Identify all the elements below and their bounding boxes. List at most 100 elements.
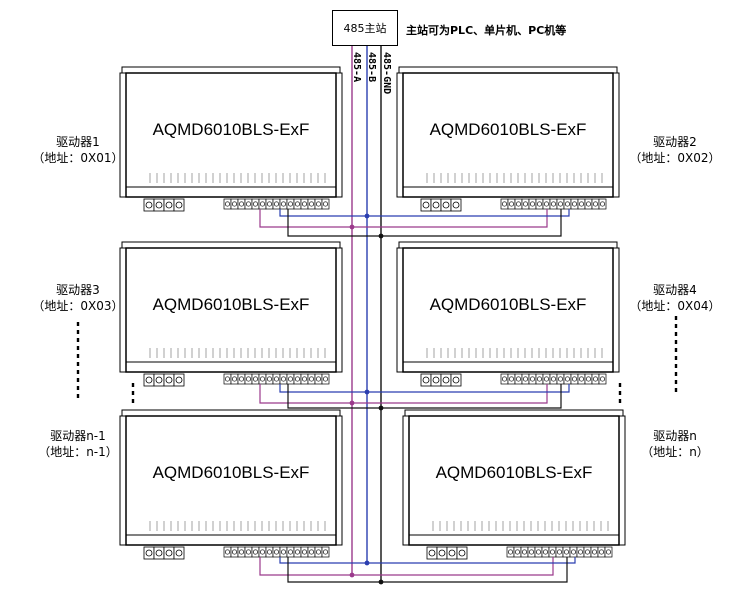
- bus-label-b: 485-B: [366, 52, 377, 83]
- terminal-cell: [420, 373, 432, 387]
- housing-body: [125, 415, 337, 546]
- housing-lip: [398, 66, 618, 74]
- terminal-cell: [143, 546, 155, 560]
- terminal-screw: [287, 201, 294, 207]
- housing-flange-right: [612, 247, 620, 373]
- terminal-screw: [245, 549, 252, 555]
- terminal-screw: [549, 549, 556, 555]
- terminal-screw: [266, 549, 273, 555]
- master-station-label: 485主站: [343, 22, 387, 35]
- bus-label-a: 485-A: [351, 52, 362, 83]
- terminal-screw: [529, 376, 536, 382]
- terminal-screw: [165, 201, 173, 209]
- terminal-screw: [536, 376, 543, 382]
- device-model-label: AQMD6010BLS-ExF: [153, 120, 310, 139]
- device-label-4: 驱动器4 （地址：0X04）: [620, 282, 730, 314]
- device-unit-6: AQMD6010BLS-ExF: [402, 409, 626, 560]
- terminal-cell: [598, 373, 607, 385]
- terminal-screw: [592, 376, 599, 382]
- terminal-screw: [175, 201, 183, 209]
- terminal-screw: [175, 376, 183, 384]
- terminal-screw: [442, 201, 450, 209]
- terminal-screw: [280, 376, 287, 382]
- terminal-screw: [155, 376, 163, 384]
- terminal-screw: [301, 201, 308, 207]
- terminal-screw: [591, 549, 598, 555]
- device-model-label: AQMD6010BLS-ExF: [430, 295, 587, 314]
- terminal-cell: [163, 373, 175, 387]
- housing-body: [408, 415, 620, 546]
- terminal-screw: [536, 201, 543, 207]
- housing-flange-left: [396, 72, 404, 198]
- terminal-screw: [550, 201, 557, 207]
- terminal-screw: [452, 376, 460, 384]
- device-address: （地址：0X02）: [629, 151, 721, 165]
- terminal-screw: [563, 549, 570, 555]
- device-unit-3: AQMD6010BLS-ExF: [119, 241, 343, 387]
- terminal-screw: [238, 549, 245, 555]
- branch-a-row1: [259, 209, 548, 228]
- junction-dot: [364, 389, 370, 395]
- terminal-screw: [515, 201, 522, 207]
- branch-gnd-row1: [287, 209, 562, 237]
- terminal-cell: [436, 546, 448, 560]
- branch-b-row2: [279, 384, 570, 393]
- housing-flange-right: [612, 72, 620, 198]
- terminal-screw: [557, 201, 564, 207]
- terminal-screw: [273, 549, 280, 555]
- terminal-screw: [458, 549, 466, 557]
- terminal-screw: [592, 201, 599, 207]
- terminal-screw: [145, 376, 153, 384]
- terminal-screw: [422, 201, 430, 209]
- terminal-screw: [259, 549, 266, 555]
- terminal-cell: [143, 373, 155, 387]
- terminal-screw: [315, 376, 322, 382]
- terminal-cell: [450, 373, 462, 387]
- branch-a-row3: [259, 557, 554, 576]
- terminal-cell: [153, 546, 165, 560]
- terminal-cell: [163, 546, 175, 560]
- terminal-screw: [515, 376, 522, 382]
- terminal-screw: [564, 201, 571, 207]
- terminal-screw: [231, 549, 238, 555]
- terminal-screw: [432, 201, 440, 209]
- housing-flange-right: [335, 247, 343, 373]
- housing-flange-right: [335, 415, 343, 546]
- housing-lip: [121, 409, 341, 417]
- terminal-screw: [280, 201, 287, 207]
- master-station-note: 主站可为PLC、单片机、PC机等: [406, 24, 567, 37]
- housing-lip: [121, 241, 341, 249]
- device-unit-1: AQMD6010BLS-ExF: [119, 66, 343, 212]
- device-name: 驱动器n: [653, 429, 697, 443]
- terminal-screw: [442, 376, 450, 384]
- terminal-screw: [266, 376, 273, 382]
- terminal-screw: [252, 376, 259, 382]
- junction-dot: [378, 405, 384, 411]
- terminal-screw: [245, 376, 252, 382]
- device-label-1: 驱动器1 （地址：0X01）: [23, 134, 133, 166]
- terminal-screw: [507, 549, 514, 555]
- terminal-cell: [153, 198, 165, 212]
- housing-lip: [398, 241, 618, 249]
- master-station-box: 485主站: [332, 10, 398, 46]
- terminal-screw: [145, 201, 153, 209]
- terminal-screw: [165, 376, 173, 384]
- bus-label-gnd: 485-GND: [381, 52, 392, 95]
- terminal-screw: [605, 549, 612, 555]
- terminal-cell: [426, 546, 438, 560]
- housing-lip: [404, 409, 624, 417]
- device-address: （地址：0X03）: [32, 299, 124, 313]
- terminal-screw: [514, 549, 521, 555]
- terminal-screw: [422, 376, 430, 384]
- housing-flange-left: [402, 415, 410, 546]
- terminal-screw: [245, 201, 252, 207]
- terminal-screw: [542, 549, 549, 555]
- housing-lip: [121, 66, 341, 74]
- housing-flange-left: [396, 247, 404, 373]
- terminal-screw: [238, 376, 245, 382]
- terminal-screw: [231, 201, 238, 207]
- terminal-screw: [322, 549, 329, 555]
- terminal-screw: [294, 376, 301, 382]
- terminal-screw: [448, 549, 456, 557]
- terminal-screw: [308, 549, 315, 555]
